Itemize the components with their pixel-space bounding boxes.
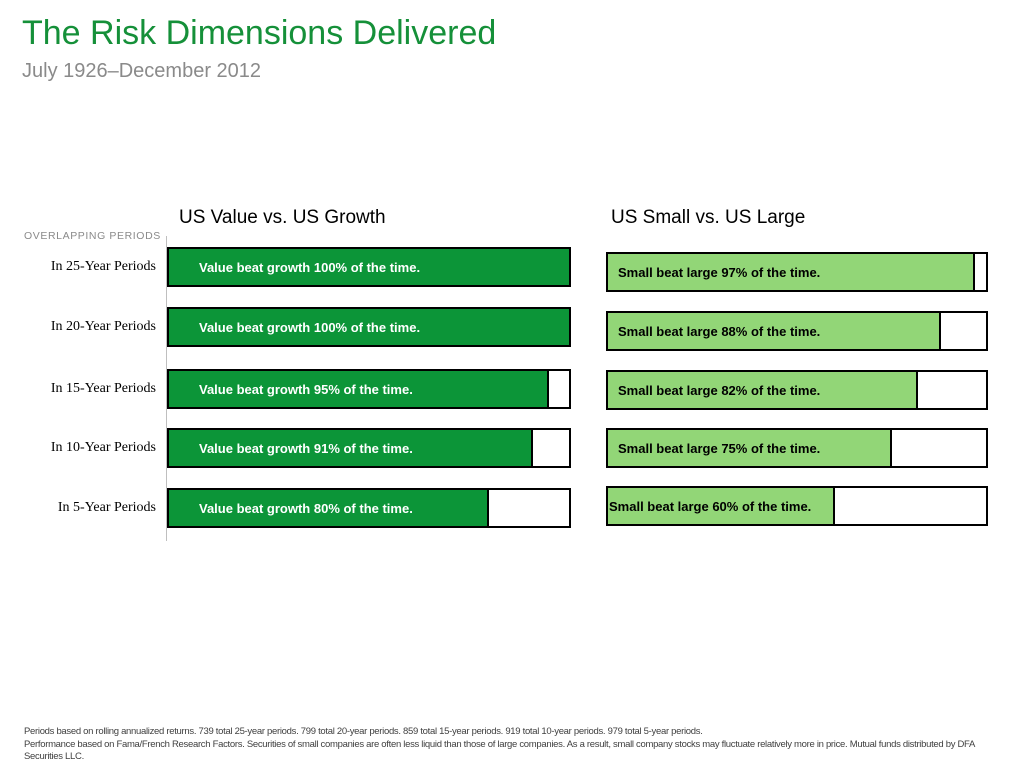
page-title: The Risk Dimensions Delivered bbox=[22, 14, 497, 52]
small-bar-label: Small beat large 75% of the time. bbox=[618, 440, 821, 456]
small-bar bbox=[608, 488, 835, 524]
small-bar-label: Small beat large 82% of the time. bbox=[618, 382, 821, 398]
value-bar-track: Value beat growth 91% of the time. bbox=[167, 428, 571, 468]
value-bar bbox=[169, 371, 549, 407]
row-label: In 10-Year Periods bbox=[50, 440, 156, 455]
value-bar-label: Value beat growth 100% of the time. bbox=[199, 259, 421, 275]
value-bar-label: Value beat growth 80% of the time. bbox=[199, 500, 413, 516]
small-bar-track: Small beat large 88% of the time. bbox=[606, 311, 988, 351]
small-bar-track: Small beat large 97% of the time. bbox=[606, 252, 988, 292]
value-bar bbox=[169, 309, 569, 345]
small-bar bbox=[608, 372, 918, 408]
small-bar-label: Small beat large 60% of the time. bbox=[609, 498, 812, 514]
row-label: In 25-Year Periods bbox=[50, 259, 156, 274]
page-subtitle: July 1926–December 2012 bbox=[22, 60, 262, 82]
small-bar-track: Small beat large 75% of the time. bbox=[606, 428, 988, 468]
value-bar-track: Value beat growth 100% of the time. bbox=[167, 247, 571, 287]
small-bar-label: Small beat large 88% of the time. bbox=[618, 323, 821, 339]
value-bar-label: Value beat growth 95% of the time. bbox=[199, 381, 413, 397]
small-bar-label: Small beat large 97% of the time. bbox=[618, 264, 821, 280]
periods-axis-header: OVERLAPPING PERIODS bbox=[24, 230, 161, 242]
row-label: In 15-Year Periods bbox=[50, 381, 156, 396]
small-bar-track: Small beat large 82% of the time. bbox=[606, 370, 988, 410]
value-bar bbox=[169, 249, 569, 285]
small-bar bbox=[608, 254, 975, 290]
small-bar-track: Small beat large 60% of the time. bbox=[606, 486, 988, 526]
value-bar-track: Value beat growth 80% of the time. bbox=[167, 488, 571, 528]
category-axis-line bbox=[166, 236, 167, 541]
value-bar-label: Value beat growth 100% of the time. bbox=[199, 319, 421, 335]
value-bar-track: Value beat growth 100% of the time. bbox=[167, 307, 571, 347]
footnote-disclosure: Performance based on Fama/French Researc… bbox=[24, 739, 975, 762]
value-bar bbox=[169, 490, 489, 526]
value-bar-label: Value beat growth 91% of the time. bbox=[199, 440, 413, 456]
value-chart-title: US Value vs. US Growth bbox=[179, 207, 386, 228]
footnote-periods: Periods based on rolling annualized retu… bbox=[24, 726, 703, 737]
small-bar bbox=[608, 313, 941, 349]
small-bar bbox=[608, 430, 892, 466]
row-label: In 5-Year Periods bbox=[57, 500, 156, 515]
small-chart-title: US Small vs. US Large bbox=[611, 207, 806, 228]
value-bar bbox=[169, 430, 533, 466]
value-bar-track: Value beat growth 95% of the time. bbox=[167, 369, 571, 409]
row-label: In 20-Year Periods bbox=[50, 319, 156, 334]
